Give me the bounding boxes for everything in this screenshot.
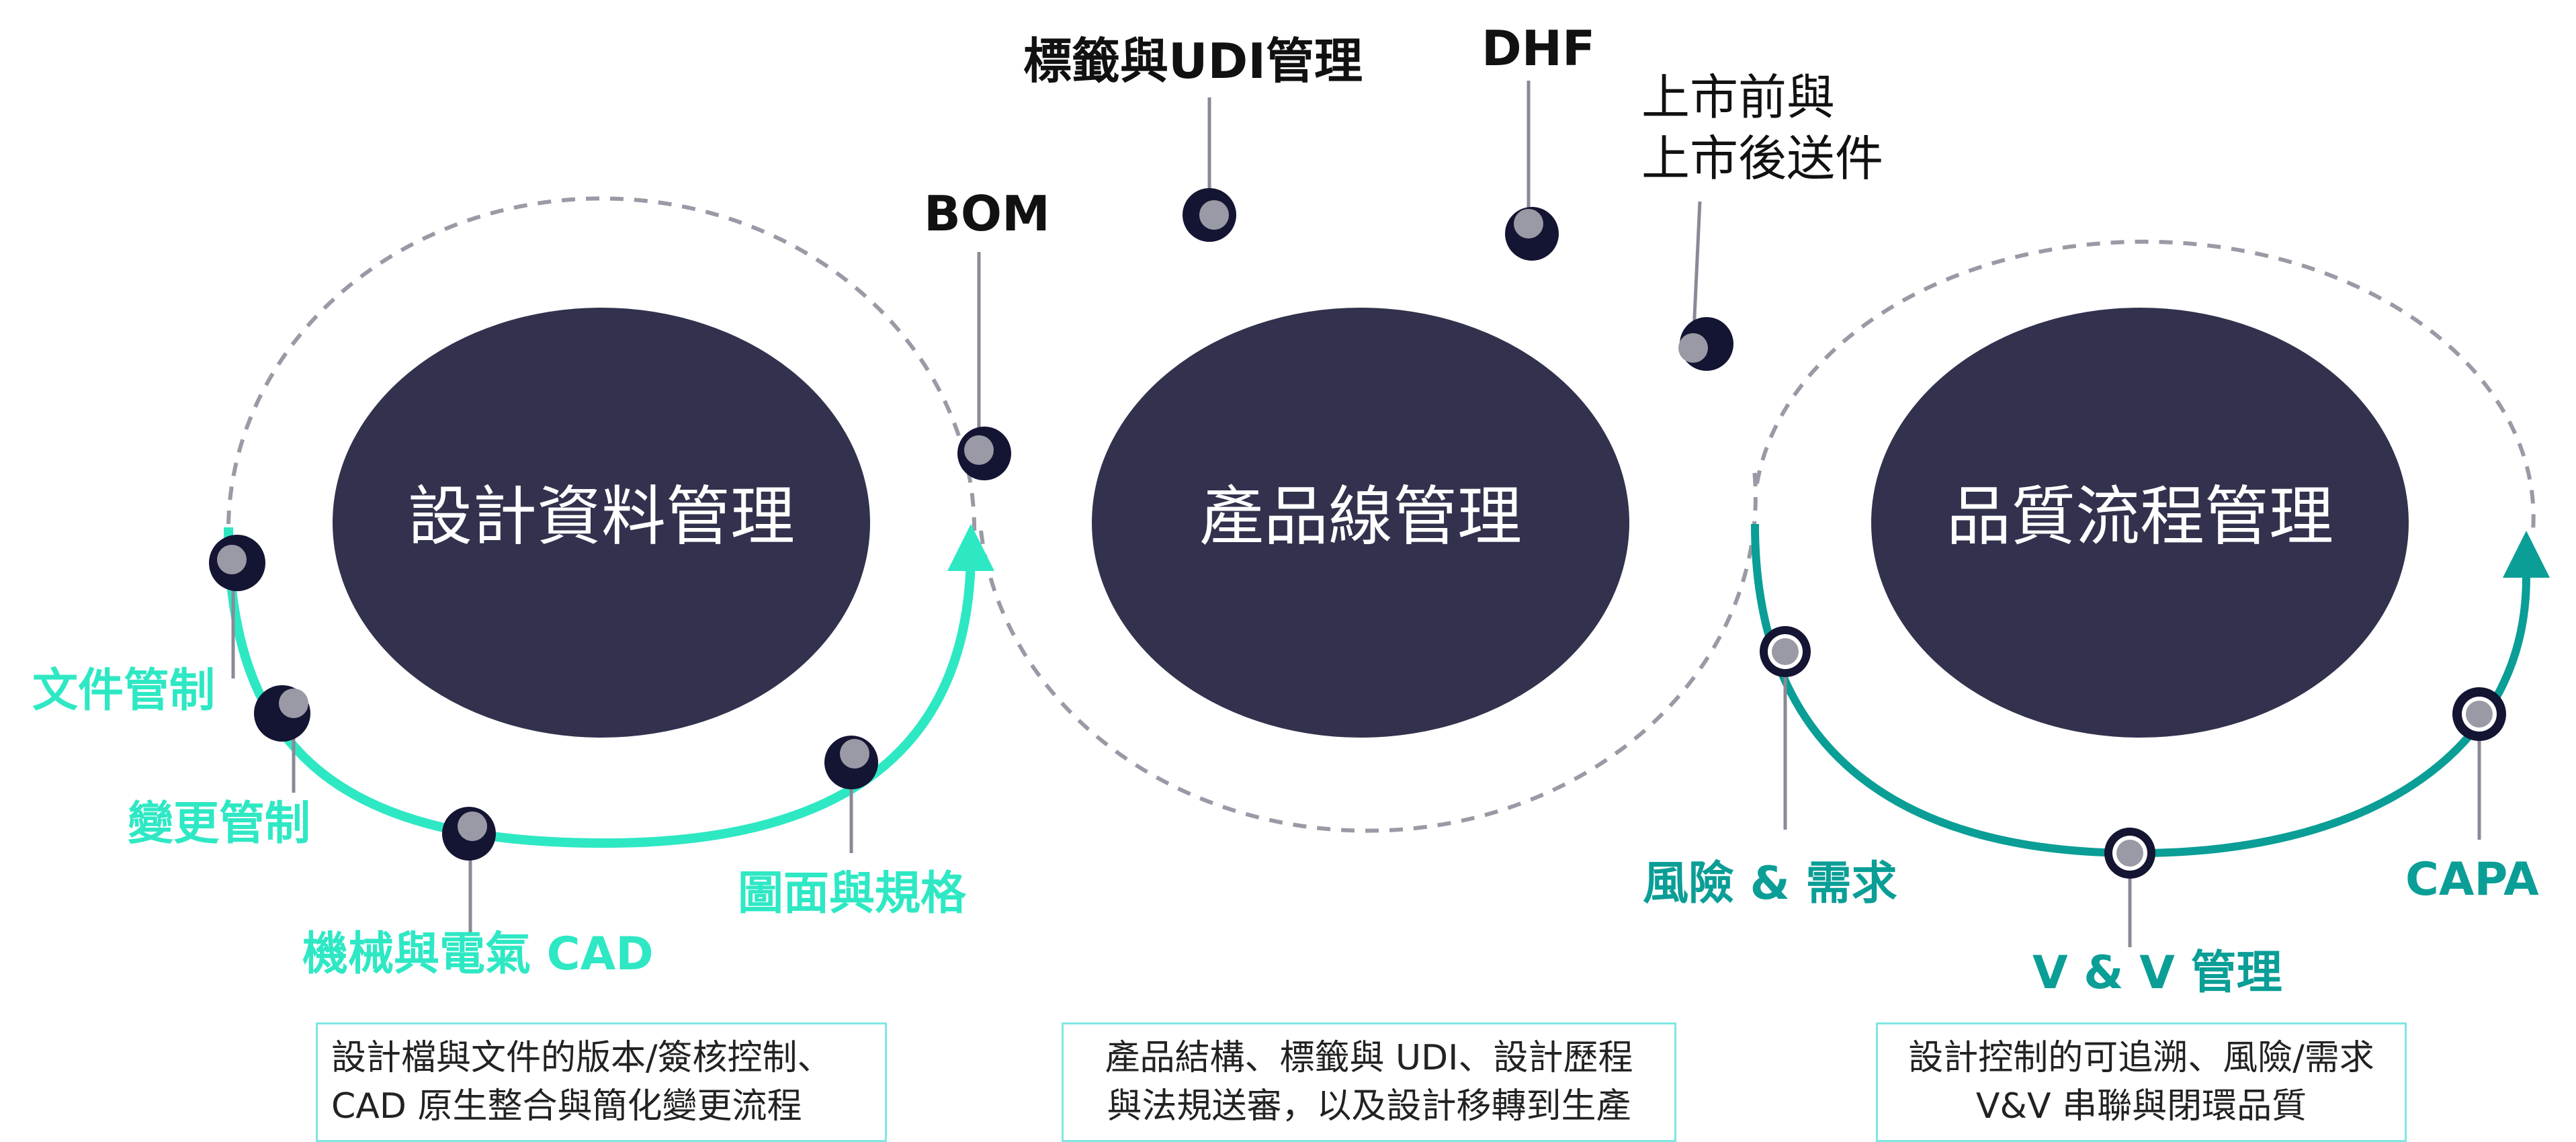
label-capa: CAPA [2405, 853, 2539, 906]
product-caption-line2: 與法規送審，以及設計移轉到生產 [1107, 1086, 1631, 1127]
design-arc-arrowhead [947, 524, 994, 571]
label-change-control: 變更管制 [128, 797, 311, 850]
label-label-udi: 標籤與UDI管理 [1023, 33, 1363, 89]
label-submission-line1: 上市前與 [1641, 69, 1836, 126]
label-risk: 風險 & 需求 [1643, 857, 1897, 910]
quality-hub-ellipse [1871, 308, 2409, 738]
quality-arc-arrowhead [2503, 531, 2550, 578]
node-doc-control [209, 535, 265, 591]
node-label-udi [1183, 188, 1236, 242]
design-hub-ellipse [333, 308, 870, 738]
label-vv: V & V 管理 [2032, 947, 2282, 1000]
design-hub-title: 設計資料管理 [408, 479, 795, 554]
node-drawings [824, 736, 878, 789]
quality-caption-line1: 設計控制的可追溯、風險/需求 [1908, 1038, 2374, 1078]
quality-hub-title: 品質流程管理 [1946, 479, 2333, 554]
node-change-control [254, 685, 310, 742]
label-bom: BOM [924, 185, 1050, 242]
design-caption-line1: 設計檔與文件的版本/簽核控制、 [331, 1038, 832, 1078]
node-vv [2104, 828, 2155, 879]
node-capa [2452, 687, 2506, 741]
label-drawings: 圖面與規格 [738, 867, 967, 920]
product-dashed-ring [979, 463, 1758, 833]
product-hub-ellipse [1092, 308, 1629, 738]
node-risk [1760, 626, 1811, 677]
node-submission [1678, 317, 1733, 371]
label-submission-line2: 上市後送件 [1641, 130, 1884, 187]
design-caption-line2: CAD 原生整合與簡化變更流程 [331, 1086, 802, 1127]
node-bom [957, 427, 1011, 480]
quality-caption-line2: V&V 串聯與閉環品質 [1975, 1086, 2307, 1127]
design-caption: 設計檔與文件的版本/簽核控制、 CAD 原生整合與簡化變更流程 [316, 1022, 887, 1142]
label-submission: 上市前與 上市後送件 [1641, 67, 1883, 190]
product-hub-title: 產品線管理 [1199, 479, 1522, 554]
node-mech-cad [442, 807, 496, 861]
label-mech-cad: 機械與電氣 CAD [302, 928, 654, 981]
product-caption-line1: 產品結構、標籤與 UDI、設計歷程 [1105, 1038, 1633, 1078]
label-dhf: DHF [1482, 20, 1596, 77]
product-caption: 產品結構、標籤與 UDI、設計歷程 與法規送審，以及設計移轉到生產 [1062, 1022, 1676, 1142]
label-doc-control: 文件管制 [32, 664, 216, 717]
node-dhf [1505, 207, 1559, 261]
quality-caption: 設計控制的可追溯、風險/需求 V&V 串聯與閉環品質 [1876, 1022, 2407, 1142]
